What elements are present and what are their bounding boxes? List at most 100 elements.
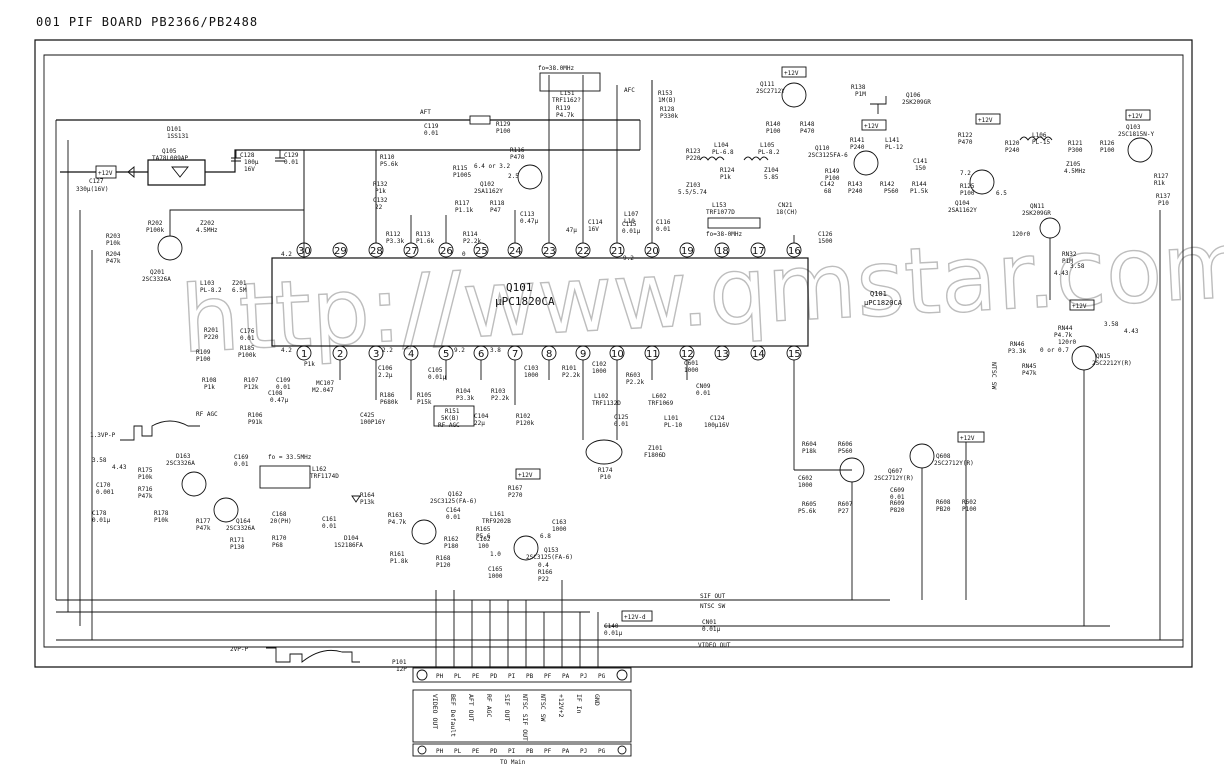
r203-value: P10k [106, 240, 121, 247]
c125-value: 0.01 [614, 421, 629, 428]
q110-transistor [853, 150, 879, 176]
ic-pin-21: 21 [609, 85, 625, 258]
rf-agc-label: RF AGC [196, 411, 218, 418]
svg-text:PJ: PJ [580, 673, 587, 680]
q106-fet-symbol [870, 96, 887, 114]
ic-pin-11: 11 [644, 345, 660, 380]
connector-signal-block [412, 689, 632, 743]
r144-value: P1.5k [910, 188, 928, 195]
svg-text:1: 1 [301, 349, 307, 360]
c132-label: C132 [373, 197, 388, 204]
r108b-dummy: P1k [304, 361, 315, 368]
volt-p25: 0 [462, 251, 466, 258]
z103-label: Z103 [686, 182, 701, 189]
r164-value: P13k [360, 499, 375, 506]
ic-side-part: µPC1820CA [864, 299, 903, 307]
c176-value: 0.01 [240, 335, 255, 342]
svg-text:PL: PL [454, 673, 462, 680]
v0or07-label: 0 or 0.7 [1040, 347, 1069, 354]
ic-pin-27: 27 [403, 215, 419, 258]
rn32-label: RN32 [1062, 251, 1077, 258]
c108-label: C108 [268, 390, 283, 397]
c142-value: 68 [824, 188, 832, 195]
r112-value: P3.3k [386, 238, 404, 245]
svg-text:13: 13 [716, 349, 729, 360]
d163-value: 2SC3326A [166, 460, 195, 467]
r116-value: P470 [510, 154, 525, 161]
l103-label: L103 [200, 280, 215, 287]
l104-label: L104 [714, 142, 729, 149]
c104-value: 22µ [474, 420, 485, 427]
d104-label: D104 [344, 535, 359, 542]
afc-label: AFC [624, 87, 635, 94]
r151-value: 5K(B) [441, 415, 459, 422]
c127-label: C127 [89, 178, 104, 185]
r117-label: R117 [455, 200, 470, 207]
svg-text:PF: PF [544, 673, 552, 680]
c178-label: C178 [92, 510, 107, 517]
q153-transistor [513, 535, 539, 561]
r201-value: P220 [204, 334, 219, 341]
q162-transistor [411, 519, 437, 545]
r607-label: R607 [838, 501, 853, 508]
r110-label: R110 [380, 154, 395, 161]
r107-value: P12k [244, 384, 259, 391]
r128-value: P330k [660, 113, 678, 120]
svg-text:11: 11 [646, 349, 659, 360]
c609-label: C609 [890, 487, 905, 494]
c105-value: 0.01µ [428, 374, 446, 381]
r143-value: P240 [848, 188, 863, 195]
qn11-value: 2SK209GR [1022, 210, 1051, 217]
q201-feed-wire [169, 209, 304, 236]
svg-text:PE: PE [472, 673, 480, 680]
supply-12v-box-c [861, 119, 887, 131]
r175-label: R175 [138, 467, 153, 474]
c103-value: 1000 [524, 372, 539, 379]
l102-value: TRF1132D [592, 400, 621, 407]
supply-12v-b: +12V [784, 70, 799, 77]
q164-transistor [213, 497, 239, 523]
ic-bottom-pins: 1 2 3 4 5 6 7 8 9 10 11 12 13 14 15 [296, 345, 802, 470]
r603-label: R603 [626, 372, 641, 379]
c113-label: C113 [520, 211, 535, 218]
p101-label: P101 [392, 659, 407, 666]
supply-12v-a: +12V [98, 170, 113, 177]
c140-label: C140 [604, 623, 619, 630]
r109-value: P100 [196, 356, 211, 363]
volt-p21: 9.2 [623, 255, 634, 262]
connector-right-hole [616, 669, 628, 681]
q607-value: 2SC2712Y(R) [874, 475, 914, 482]
r608-label: R608 [936, 499, 951, 506]
r110-value: P5.6k [380, 161, 398, 168]
supply-12v-e: +12V [1128, 113, 1143, 120]
q164-value: 2SC3326A [226, 525, 255, 532]
r186-value: P680k [380, 399, 398, 406]
volt-04: 0.4 [538, 562, 549, 569]
r105-label: R105 [417, 392, 432, 399]
svg-text:5: 5 [443, 349, 449, 360]
r151-box [433, 405, 475, 427]
r120-label: R120 [1005, 140, 1020, 147]
d104-diode [351, 495, 361, 503]
connector-to-main: TO Main [500, 759, 526, 766]
c102-label: C102 [592, 361, 607, 368]
r128-label: R128 [660, 106, 675, 113]
r161-label: R161 [390, 551, 405, 558]
l151-value: TRF1162? [552, 97, 581, 104]
r609-value: P820 [890, 507, 905, 514]
svg-text:2: 2 [337, 349, 343, 360]
r132-value: P1k [375, 188, 386, 195]
svg-text:PJ: PJ [580, 748, 587, 755]
rn44-value: P4.7k [1054, 332, 1072, 339]
mc107-value: M2.047 [312, 387, 334, 394]
z103-value: 5.5/5.74 [678, 189, 707, 196]
supply-12v-box-b [781, 66, 807, 78]
c114-value: 16V [588, 226, 599, 233]
l101-value: PL-10 [664, 422, 682, 429]
l161-label: L161 [490, 511, 505, 518]
r605-label: R605 [802, 501, 817, 508]
r104-value: P3.3k [456, 395, 474, 402]
connector-bottom-pins: PH PL PE PD PI PB PF PA PJ PG [436, 748, 606, 755]
r116-label: R116 [510, 147, 525, 154]
